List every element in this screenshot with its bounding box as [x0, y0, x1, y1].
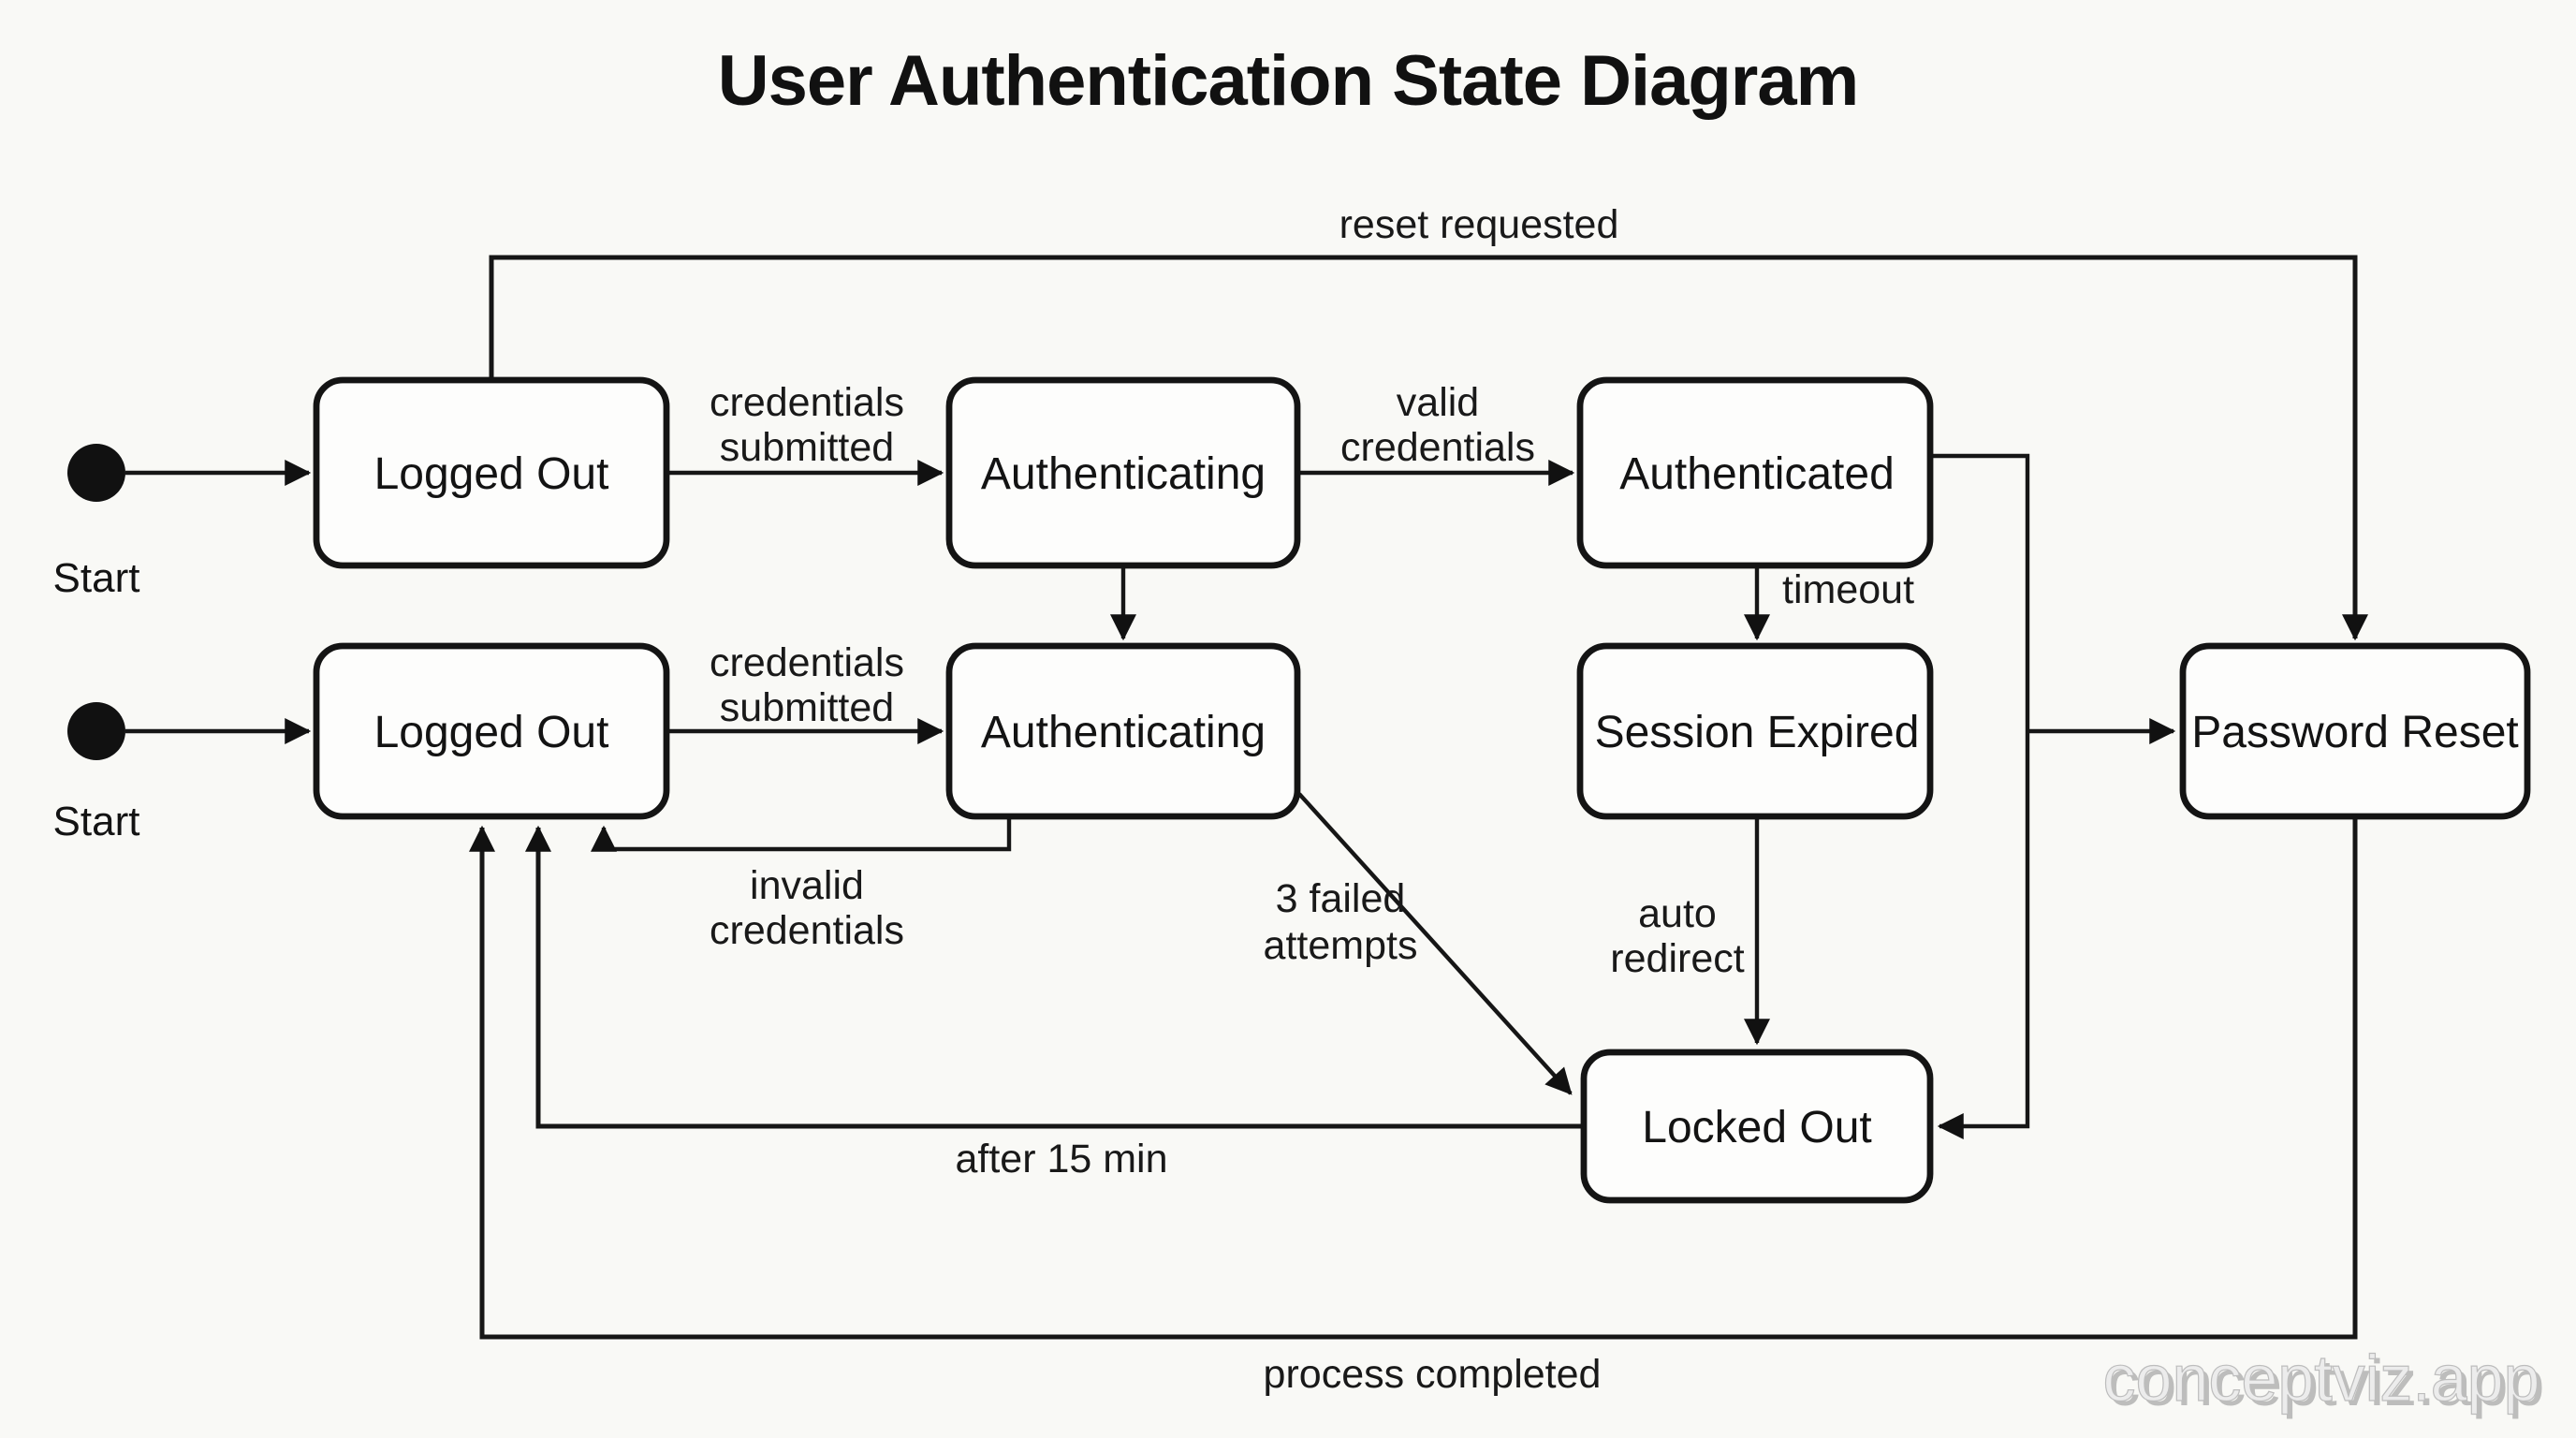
transition-label-reset-requested: reset requested [1339, 202, 1619, 247]
transition-label-timeout: timeout [1782, 567, 1914, 612]
state-label: Authenticating [981, 449, 1266, 499]
transition-label-failed-line1: 3 failed [1276, 876, 1406, 921]
transition-label-auto-redirect-line2: redirect [1610, 936, 1744, 981]
transition-label-process-completed: process completed [1264, 1352, 1602, 1397]
start-label-2: Start [53, 799, 140, 844]
state-locked-out: Locked Out [1580, 1049, 1934, 1204]
transition-process-completed [469, 816, 2358, 1340]
transition-label-auto-redirect-line1: auto [1638, 891, 1717, 936]
state-session-expired: Session Expired [1576, 642, 1934, 820]
state-logged-out-2: Logged Out [313, 642, 670, 820]
transition-label-invalid-line2: credentials [710, 908, 904, 953]
state-label: Authenticated [1619, 449, 1895, 499]
transition-authenticated-to-lockedout [1930, 453, 2030, 1139]
transition-label-invalid-line1: invalid [750, 863, 864, 908]
transition-label-credentials-1-line1: credentials [710, 380, 904, 425]
transition-label-valid-line1: valid [1397, 380, 1479, 425]
state-box [2179, 642, 2531, 820]
start-state-1: Start [53, 444, 140, 601]
transition-label-after-15-min: after 15 min [955, 1137, 1167, 1181]
start-circle-icon [67, 702, 125, 760]
state-label: Password Reset [2191, 708, 2518, 757]
diagram-title: User Authentication State Diagram [718, 41, 1858, 121]
transition-invalid-credentials [591, 816, 1012, 852]
transition-label-failed-line2: attempts [1264, 923, 1418, 968]
state-authenticating-1: Authenticating [945, 376, 1301, 569]
state-box [945, 642, 1301, 820]
state-box [1580, 1049, 1934, 1204]
watermark: conceptviz.app [2103, 1342, 2540, 1415]
transition-label-valid-line2: credentials [1340, 425, 1535, 470]
state-label: Logged Out [374, 708, 609, 757]
state-label: Session Expired [1595, 708, 1920, 757]
transition-label-credentials-2-line1: credentials [710, 640, 904, 685]
state-box [313, 376, 670, 569]
state-box [313, 642, 670, 820]
state-label: Locked Out [1642, 1103, 1871, 1152]
transition-three-failed-attempts [1297, 792, 1573, 1095]
start-label-1: Start [53, 555, 140, 601]
state-authenticating-2: Authenticating [945, 642, 1301, 820]
start-circle-icon [67, 444, 125, 502]
state-authenticated: Authenticated [1576, 376, 1934, 569]
transition-after-15-min [525, 825, 1584, 1129]
state-label: Authenticating [981, 708, 1266, 757]
transition-reset-requested [489, 255, 2368, 641]
state-logged-out-1: Logged Out [313, 376, 670, 569]
start-state-2: Start [53, 702, 140, 844]
transition-label-credentials-1-line2: submitted [720, 425, 894, 470]
watermark: conceptviz.app [2108, 1346, 2545, 1419]
state-box [1576, 376, 1934, 569]
state-box [1576, 642, 1934, 820]
state-label: Logged Out [374, 449, 609, 499]
transition-label-credentials-2-line2: submitted [720, 685, 894, 730]
state-box [945, 376, 1301, 569]
state-password-reset: Password Reset [2179, 642, 2531, 820]
